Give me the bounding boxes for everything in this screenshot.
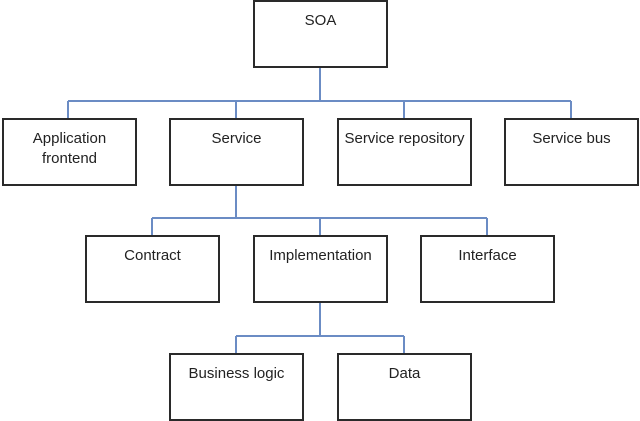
node-service-repository: Service repository: [337, 118, 472, 186]
node-business-logic: Business logic: [169, 353, 304, 421]
connector-implementation-children: [235, 302, 405, 353]
node-data: Data: [337, 353, 472, 421]
node-application-frontend: Application frontend: [2, 118, 137, 186]
connector-service-children: [151, 185, 488, 235]
node-soa: SOA: [253, 0, 388, 68]
node-service: Service: [169, 118, 304, 186]
node-contract: Contract: [85, 235, 220, 303]
connector-soa-children: [67, 68, 572, 118]
node-interface: Interface: [420, 235, 555, 303]
node-service-bus: Service bus: [504, 118, 639, 186]
node-implementation: Implementation: [253, 235, 388, 303]
